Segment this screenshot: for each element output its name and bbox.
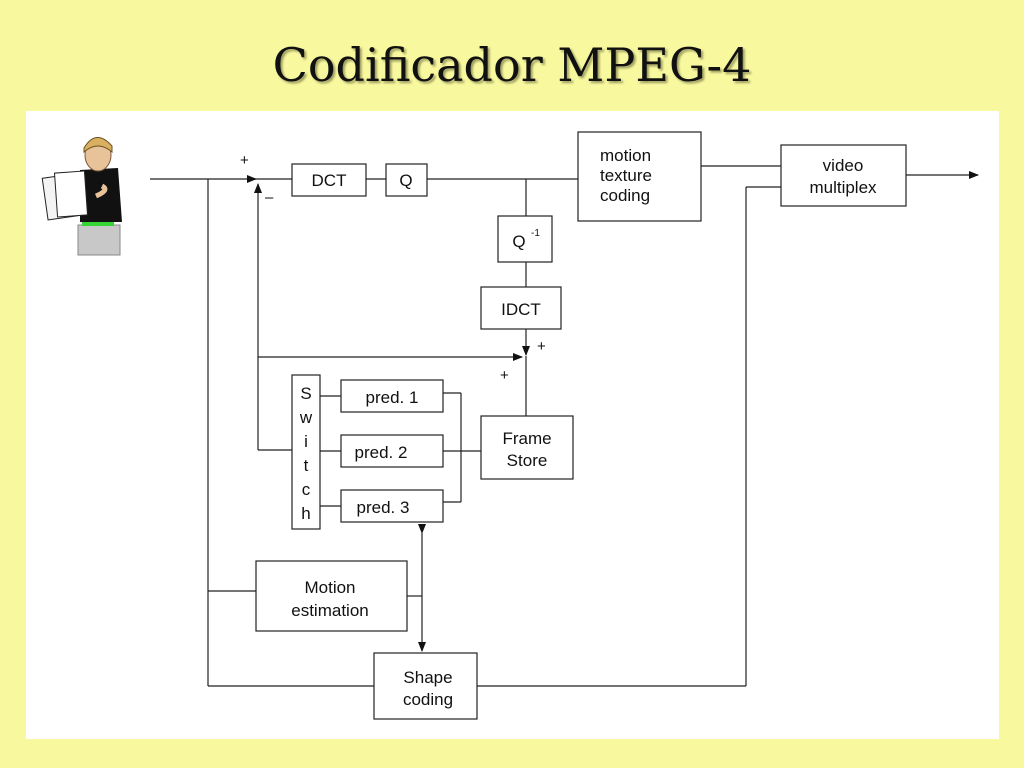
switch-letter-4: t [304, 456, 309, 475]
sum2-plus-sign-right: + [537, 338, 546, 355]
block-pred-1: pred. 1 [340, 379, 444, 413]
shape-coding-line-2: coding [403, 690, 453, 709]
slide-title: Codificador MPEG-4 [272, 38, 752, 92]
block-video-multiplex: video multiplex [780, 144, 907, 207]
motion-estimation-line-1: Motion [304, 578, 355, 597]
block-q-inverse-superscript: -1 [531, 228, 540, 239]
switch-letter-1: S [300, 384, 311, 403]
block-idct: IDCT [480, 286, 562, 330]
block-pred-2: pred. 2 [340, 434, 444, 468]
motion-texture-line-3: coding [600, 186, 650, 205]
block-q: Q [385, 163, 428, 197]
switch-letter-2: w [299, 408, 313, 427]
shape-coding-line-1: Shape [403, 668, 452, 687]
video-multiplex-line-1: video [823, 156, 864, 175]
block-frame-store: Frame Store [480, 415, 574, 480]
motion-texture-line-2: texture [600, 166, 652, 185]
sum2-plus-sign-left: + [500, 367, 509, 384]
block-dct: DCT [291, 163, 367, 197]
pred-1-label: pred. 1 [366, 388, 419, 407]
block-motion-texture-coding: motion texture coding [577, 131, 702, 222]
block-q-label: Q [399, 171, 412, 190]
block-motion-estimation: Motion estimation [255, 560, 408, 632]
switch-letter-6: h [301, 504, 310, 523]
frame-store-line-1: Frame [502, 429, 551, 448]
block-q-inverse: Q -1 [497, 215, 553, 263]
block-dct-label: DCT [312, 171, 347, 190]
sum1-plus-sign: + [240, 152, 249, 169]
pred-3-label: pred. 3 [357, 498, 410, 517]
block-q-inverse-label: Q [512, 232, 525, 251]
block-pred-3: pred. 3 [340, 489, 444, 523]
signal-wires [150, 165, 979, 687]
sum1-minus-sign: – [265, 189, 274, 206]
motion-estimation-line-2: estimation [291, 601, 368, 620]
block-idct-label: IDCT [501, 300, 541, 319]
switch-letter-5: c [302, 480, 311, 499]
motion-texture-line-1: motion [600, 146, 651, 165]
presenter-clipart-icon [41, 137, 122, 256]
switch-letter-3: i [304, 432, 308, 451]
pred-2-label: pred. 2 [355, 443, 408, 462]
block-switch: S w i t c h [291, 374, 321, 530]
block-shape-coding: Shape coding [373, 652, 478, 720]
frame-store-line-2: Store [507, 451, 548, 470]
video-multiplex-line-2: multiplex [809, 178, 877, 197]
